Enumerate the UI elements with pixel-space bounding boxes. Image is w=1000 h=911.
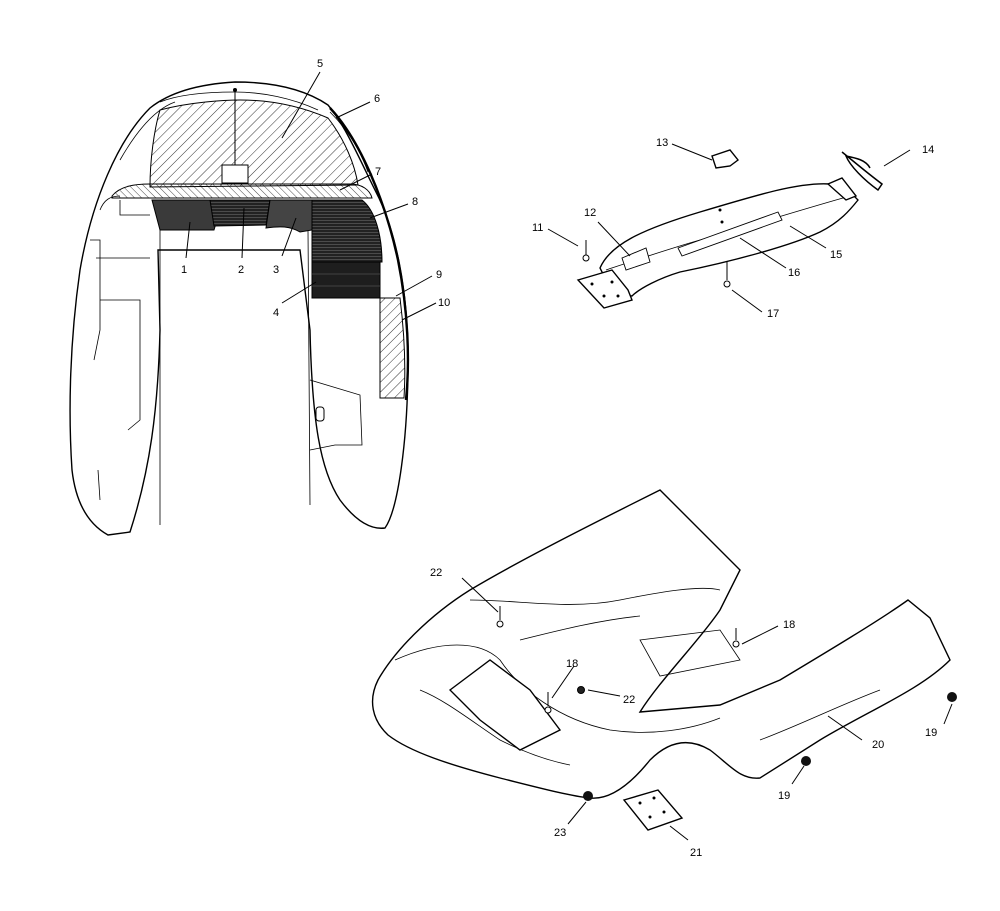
- callout-12: 12: [584, 207, 596, 219]
- grommet-19b: [801, 756, 811, 766]
- plate-21: [622, 789, 684, 831]
- grommet-19a: [947, 692, 957, 702]
- belly-pan-assembly: [371, 489, 957, 831]
- pad-2: [209, 199, 271, 227]
- callout-18a: 18: [783, 619, 795, 631]
- crossbar-7: [111, 183, 373, 199]
- callout-18b: 18: [566, 658, 578, 670]
- callout-20: 20: [872, 739, 884, 751]
- pad-3: [265, 199, 313, 233]
- decal-12: [621, 247, 651, 271]
- panel-assembly: [576, 149, 884, 309]
- callout-4: 4: [273, 307, 279, 319]
- edge-trim-10: [329, 107, 410, 401]
- callout-13: 13: [656, 137, 668, 149]
- hood-assembly: [69, 81, 410, 536]
- hood-opening: [159, 229, 311, 525]
- callout-2: 2: [238, 264, 244, 276]
- callout-14: 14: [922, 144, 934, 156]
- insulation-pad-5: [149, 99, 359, 188]
- belly-pan-20: [371, 489, 951, 799]
- callout-7: 7: [375, 166, 381, 178]
- hinge-plate: [576, 269, 633, 309]
- pad-4: [311, 261, 381, 299]
- callout-19a: 19: [925, 727, 937, 739]
- callout-6: 6: [374, 93, 380, 105]
- clip-14: [841, 151, 884, 192]
- callout-5: 5: [317, 58, 323, 70]
- callout-labels: 1 2 3 4 5 6 7 8 9 10 11 12 13 14 15 16 1…: [181, 58, 937, 859]
- decal-16: [677, 211, 783, 257]
- callout-9: 9: [436, 269, 442, 281]
- callout-23: 23: [554, 827, 566, 839]
- callout-19b: 19: [778, 790, 790, 802]
- callout-1: 1: [181, 264, 187, 276]
- callout-8: 8: [412, 196, 418, 208]
- panel-15: [599, 183, 859, 297]
- callout-17: 17: [767, 308, 779, 320]
- leader-lines: [185, 71, 953, 841]
- pad-8: [311, 199, 383, 263]
- callout-3: 3: [273, 264, 279, 276]
- callout-22b: 22: [623, 694, 635, 706]
- callout-22a: 22: [430, 567, 442, 579]
- callout-10: 10: [438, 297, 450, 309]
- pad-9: [379, 297, 406, 399]
- pad-1: [151, 199, 217, 231]
- clip-13: [711, 149, 739, 169]
- callout-15: 15: [830, 249, 842, 261]
- grommet-23: [583, 791, 593, 801]
- callout-16: 16: [788, 267, 800, 279]
- callout-11: 11: [532, 222, 543, 234]
- callout-21: 21: [690, 847, 702, 859]
